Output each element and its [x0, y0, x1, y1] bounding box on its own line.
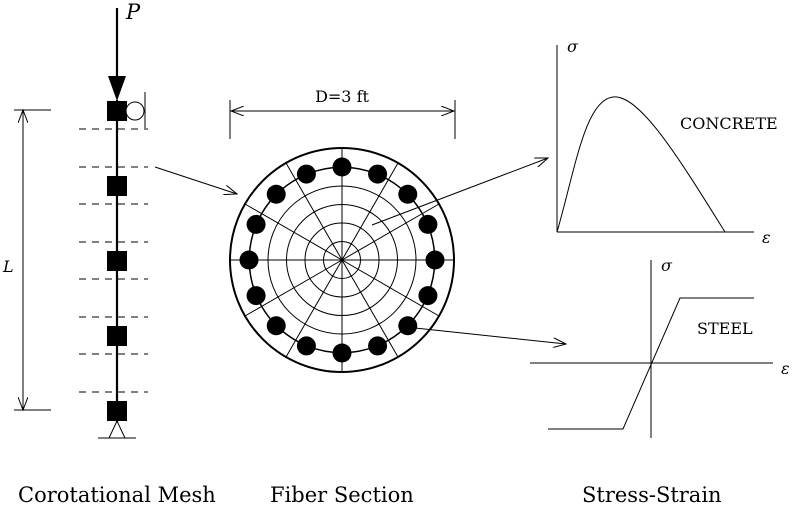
radial-line [341, 203, 440, 261]
rebar-fiber [246, 214, 266, 234]
mesh-to-section-arrow [154, 166, 237, 194]
rebar-fiber [368, 336, 388, 356]
radial-line [341, 162, 399, 261]
steel-label: STEEL [697, 319, 753, 338]
radial-line [285, 259, 343, 358]
radial-line [341, 259, 399, 358]
node [107, 251, 127, 271]
steel-epsilon-label: ε [781, 359, 790, 378]
radial-line [244, 203, 343, 261]
section-geometry [229, 147, 455, 373]
section-to-steel-arrow [414, 327, 566, 344]
rebar-fiber [425, 250, 445, 270]
radial-line [341, 259, 440, 317]
rebar-fiber [398, 184, 418, 204]
rebar-fiber [418, 286, 438, 306]
steel-curve [548, 297, 754, 430]
element-boundaries [79, 128, 148, 393]
rebar-fiber [266, 184, 286, 204]
steel-sigma-label: σ [661, 256, 673, 275]
load-arrow-head [108, 76, 126, 101]
length-label: L [2, 257, 14, 276]
caption-stress-strain: Stress-Strain [582, 483, 722, 507]
rebar-fiber [398, 316, 418, 336]
rebar-fiber [368, 164, 388, 184]
rebar-fiber [418, 214, 438, 234]
node [107, 176, 127, 196]
pin-support-icon [108, 419, 126, 439]
concrete-label: CONCRETE [680, 114, 778, 133]
rebar-fiber [239, 250, 259, 270]
node [107, 326, 127, 346]
radial-line [285, 162, 343, 261]
rebar-fiber [296, 164, 316, 184]
rebar-fiber [332, 343, 352, 363]
fiber-section: D=3 ft [229, 87, 566, 373]
corotational-mesh: P L [0, 0, 237, 439]
section-to-concrete-arrow [371, 158, 548, 226]
node [107, 401, 127, 421]
caption-section: Fiber Section [270, 483, 414, 507]
diameter-label: D=3 ft [315, 87, 369, 106]
concrete-sigma-label: σ [567, 37, 579, 56]
rebar-fiber [266, 316, 286, 336]
rebar-fiber [296, 336, 316, 356]
node [107, 101, 127, 121]
load-label: P [125, 0, 141, 24]
radial-line [244, 259, 343, 317]
roller-icon [125, 101, 145, 121]
concrete-stress-strain: σ ε CONCRETE [556, 37, 778, 247]
concrete-epsilon-label: ε [762, 228, 771, 247]
rebar-fiber [246, 286, 266, 306]
rebar-fiber [332, 157, 352, 177]
concrete-curve [556, 96, 726, 233]
steel-stress-strain: σ ε STEEL [530, 256, 790, 438]
caption-mesh: Corotational Mesh [18, 483, 216, 507]
